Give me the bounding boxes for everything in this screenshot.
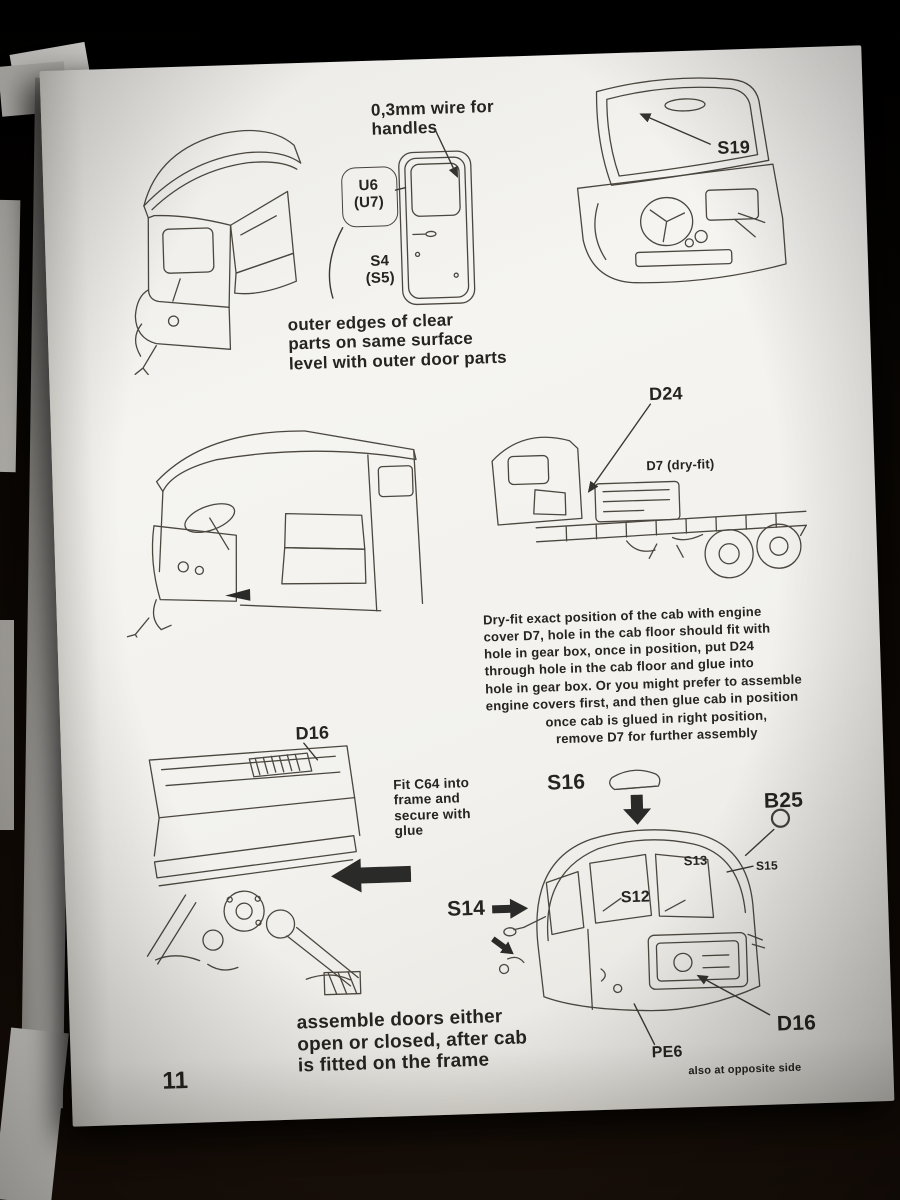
label-pe6: PE6 (651, 1043, 683, 1062)
fit-c64-note: Fit C64 into frame and secure with glue (392, 775, 471, 839)
label-u6: U6 (U7) (353, 176, 385, 212)
label-d24: D24 (648, 383, 683, 405)
rear-hatch-drawing (534, 67, 806, 315)
paper-stack-band-lower (0, 620, 14, 830)
wire-note: 0,3mm wire for handles (370, 96, 495, 140)
label-d7: D7 (dry-fit) (646, 456, 715, 474)
s14-arrows-icon (490, 896, 543, 983)
label-s16: S16 (546, 770, 586, 795)
label-s15: S15 (755, 858, 779, 874)
page-number: 11 (161, 1067, 189, 1095)
door-drawing (388, 144, 488, 312)
paper-stack-bottom-edge (0, 1027, 69, 1200)
surface-note: outer edges of clear parts on same surfa… (287, 310, 508, 374)
paper-stack-band (0, 199, 21, 473)
label-s19: S19 (717, 136, 751, 158)
cab-roof-drawing (105, 104, 328, 377)
label-d16-right: D16 (776, 1011, 817, 1036)
label-s13: S13 (683, 852, 708, 869)
label-s14: S14 (446, 896, 486, 921)
frame-drawing (121, 739, 385, 1022)
instruction-page: 0,3mm wire for handles U6 (U7) S4 (S5) (39, 45, 895, 1127)
opposite-note: also at opposite side (688, 1061, 802, 1078)
s16-part-drawing (598, 760, 675, 837)
cab-interior-drawing (115, 412, 467, 638)
label-s12: S12 (620, 888, 651, 907)
b25-ring-drawing (767, 805, 794, 832)
doors-note: assemble doors either open or closed, af… (296, 1006, 528, 1077)
chassis-drawing (473, 411, 814, 616)
dryfit-paragraph: Dry-fit exact position of the cab with e… (482, 603, 803, 714)
black-arrow-left-icon (331, 857, 412, 893)
